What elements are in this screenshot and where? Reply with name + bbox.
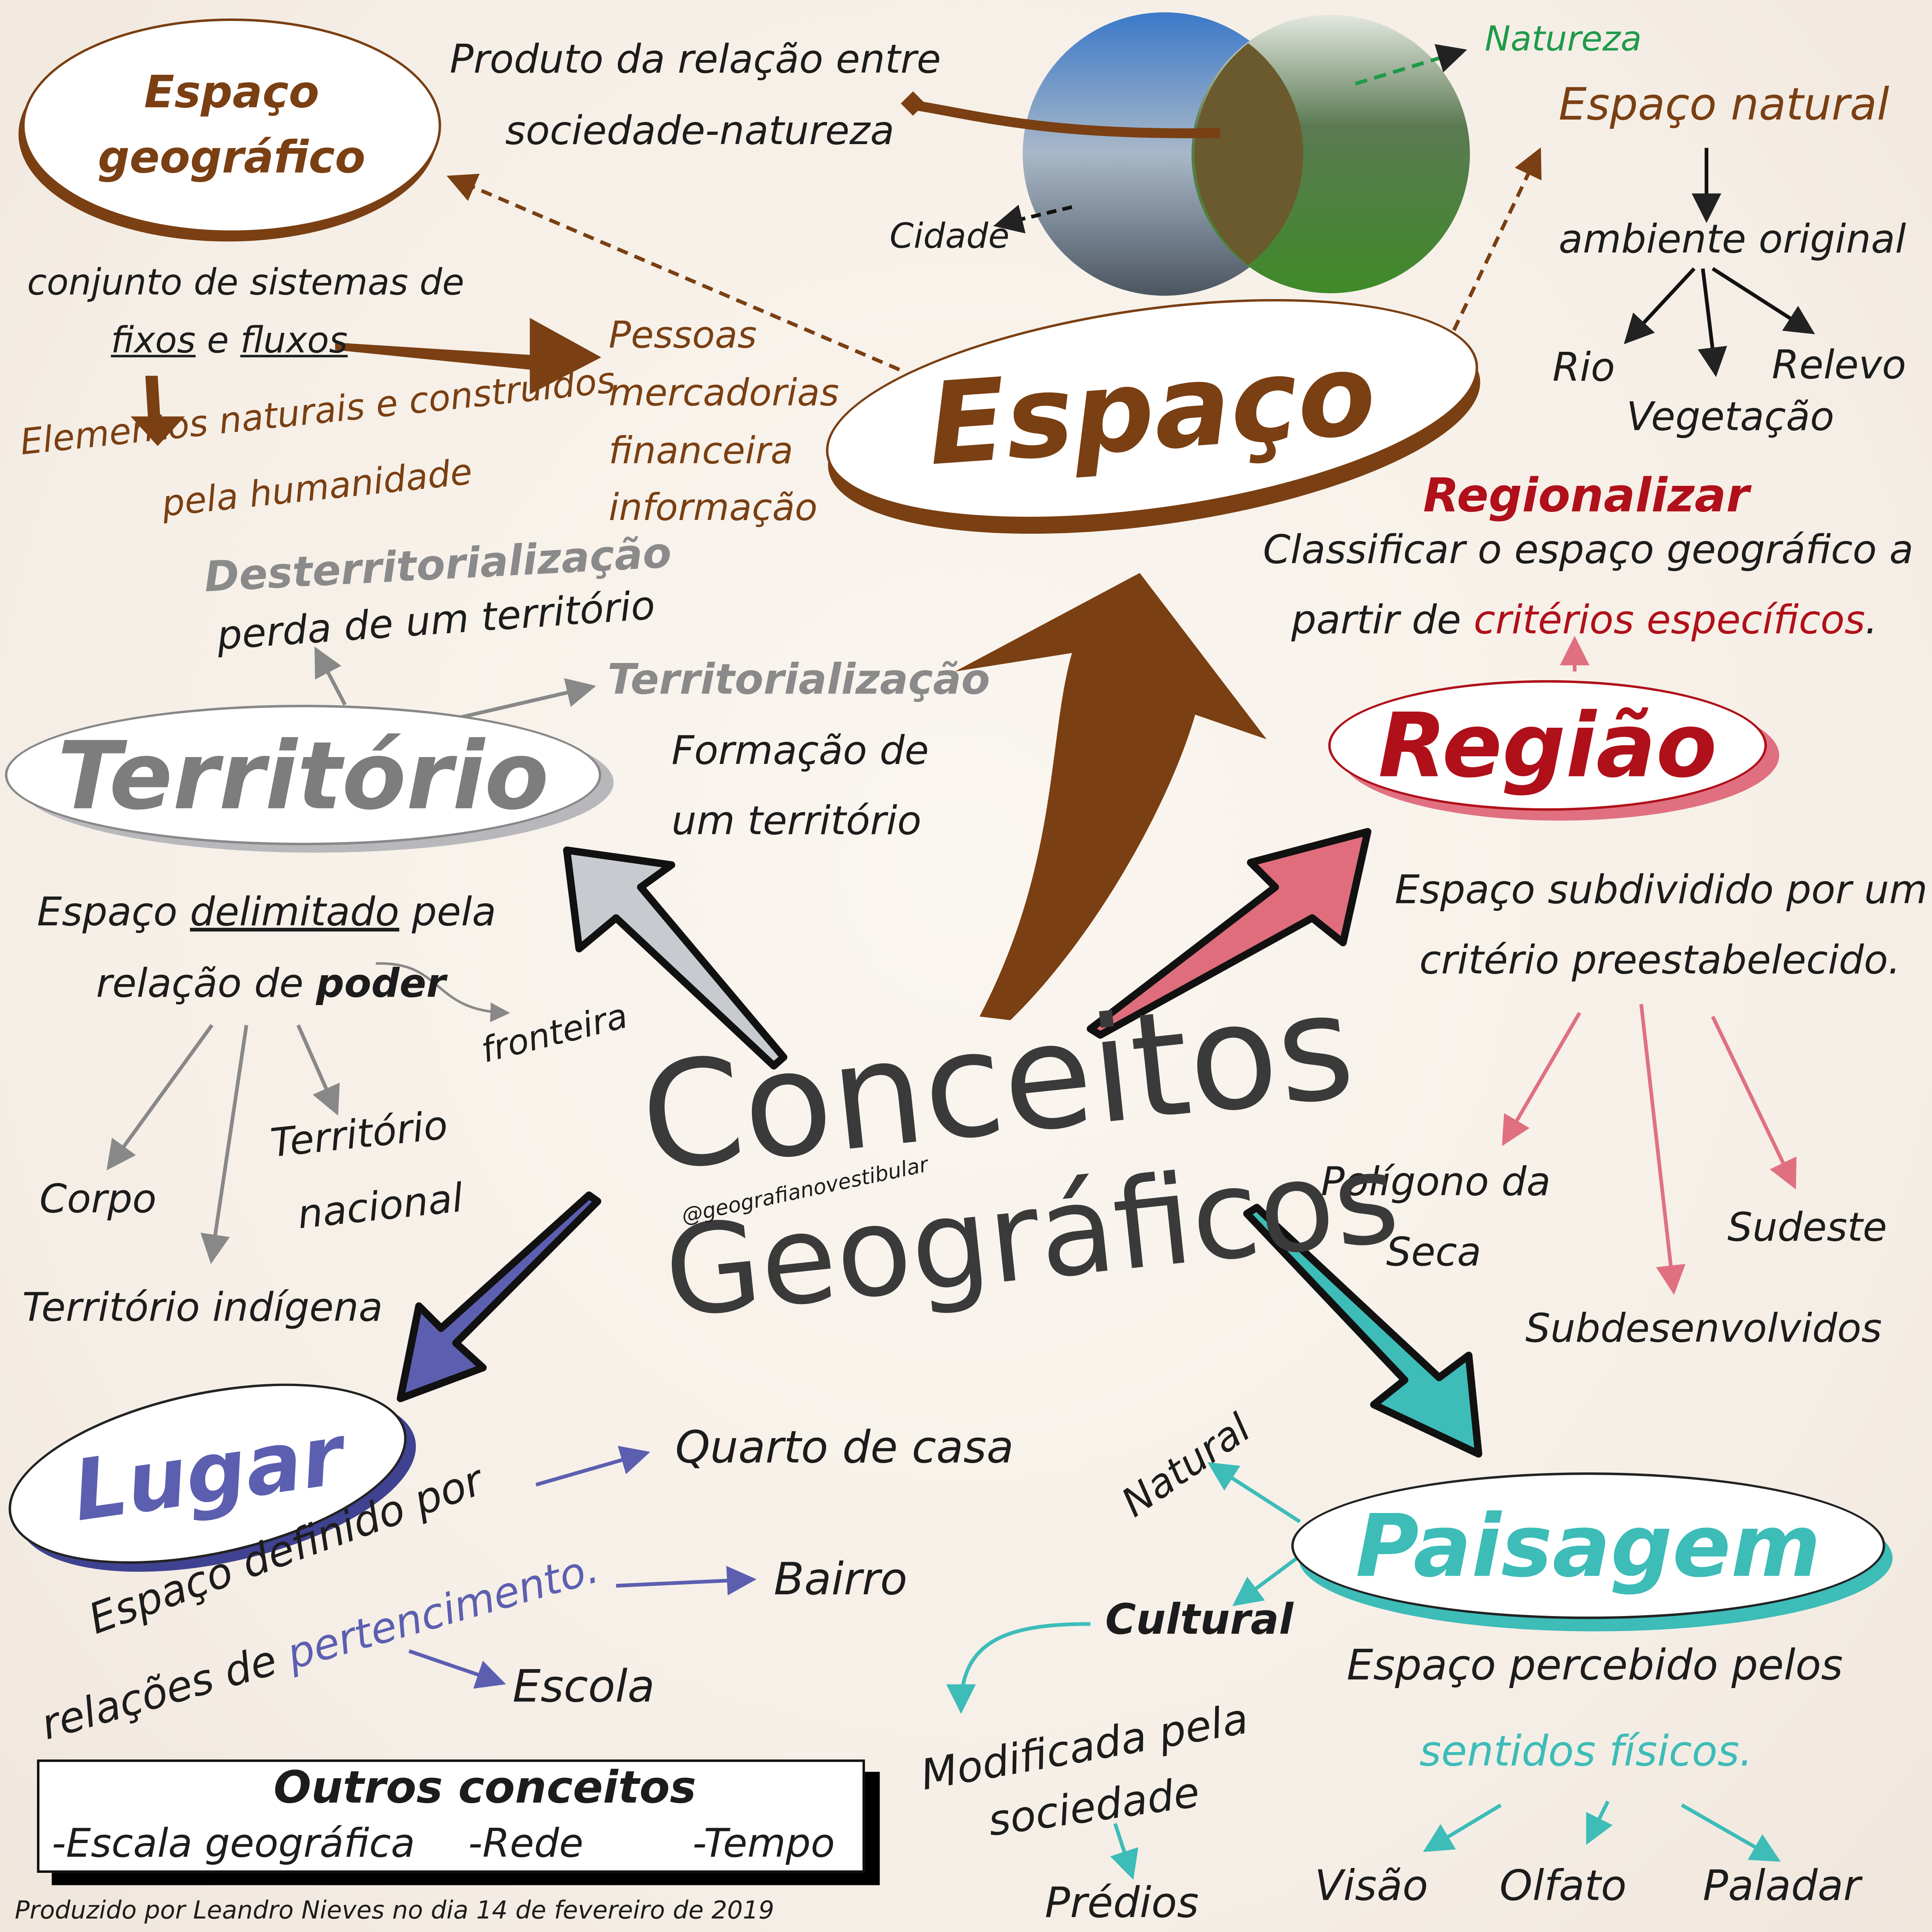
classificar-text: Classificar o espaço geográfico a — [1263, 526, 1913, 573]
regiao-node: Região — [1328, 680, 1767, 811]
territorializacao-label: Territorialização — [607, 655, 990, 705]
lugar-example: Quarto de casa — [675, 1423, 1014, 1474]
sense-item: Paladar — [1703, 1862, 1861, 1911]
paisagem-def: Espaço percebido pelos — [1346, 1641, 1843, 1690]
arrow-espaco — [955, 573, 1267, 1020]
ambiente-original: ambiente original — [1558, 215, 1906, 263]
territorio-label: Território — [57, 720, 549, 830]
cidade-label: Cidade — [890, 215, 1009, 256]
outros-item: -Tempo — [692, 1820, 835, 1867]
delimitado-text: delimitado — [190, 888, 399, 935]
criterios-text: critérios específicos — [1474, 596, 1865, 643]
fluxo-item: informação — [609, 487, 817, 530]
period: . — [1865, 596, 1878, 643]
fluxos-text: fluxos — [240, 319, 348, 361]
vegetacao-label: Vegetação — [1626, 393, 1835, 440]
regiao-example: Seca — [1386, 1228, 1482, 1276]
rio-label: Rio — [1552, 344, 1615, 391]
fluxo-item: mercadorias — [609, 372, 839, 415]
arrow-elementos — [130, 376, 185, 446]
arrow-paisagem — [1243, 1203, 1482, 1458]
regiao-example: Polígono da — [1321, 1158, 1551, 1205]
e-text: e — [207, 319, 229, 361]
produto-line-1: Produto da relação entre — [450, 35, 941, 83]
outros-item: -Escala geográfica — [52, 1820, 415, 1867]
regiao-example: Subdesenvolvidos — [1525, 1305, 1882, 1352]
arrow-fluxos — [335, 318, 601, 394]
regionalizar-label: Regionalizar — [1423, 468, 1750, 522]
sense-item: Olfato — [1499, 1862, 1627, 1911]
landslide-photo — [1195, 43, 1303, 265]
formacao-line-1: Formação de — [671, 727, 929, 774]
arrow-lugar — [396, 1191, 601, 1402]
outros-item: -Rede — [468, 1820, 584, 1867]
def-text: relação de — [96, 960, 303, 1007]
regiao-example: Sudeste — [1727, 1203, 1887, 1251]
espaco-geografico-label-2: geográfico — [98, 133, 365, 184]
produto-line-2: sociedade-natureza — [505, 107, 895, 154]
paisagem-node: Paisagem — [1291, 1472, 1885, 1619]
fixos-text: fixos — [111, 319, 196, 361]
outros-title: Outros conceitos — [273, 1763, 696, 1814]
regiao-def-1: Espaço subdividido por um — [1395, 866, 1928, 913]
paisagem-label: Paisagem — [1356, 1495, 1821, 1596]
outros-conceitos-box: Outros conceitos -Escala geográfica -Red… — [37, 1759, 865, 1873]
lugar-example: Bairro — [774, 1555, 908, 1606]
regiao-def-2: critério preestabelecido. — [1419, 936, 1901, 983]
footer-credit: Produzido por Leandro Nieves no dia 14 d… — [14, 1895, 774, 1925]
territorio-example: Território indígena — [22, 1284, 383, 1331]
def-text: pela — [412, 888, 496, 935]
sentidos-text: sentidos físicos. — [1419, 1727, 1753, 1777]
predios-label: Prédios — [1044, 1879, 1199, 1928]
fluxo-item: Pessoas — [609, 314, 757, 357]
formacao-line-2: um território — [671, 797, 922, 844]
arrow-territorio — [563, 846, 788, 1070]
arrow-regiao — [1086, 828, 1372, 1039]
conjunto-text: conjunto de sistemas de — [27, 261, 464, 303]
territorio-example: Corpo — [39, 1175, 157, 1222]
espaco-natural-label: Espaço natural — [1558, 80, 1889, 131]
sense-item: Visão — [1315, 1862, 1428, 1911]
fluxo-item: financeira — [609, 430, 793, 473]
espaco-geografico-label-1: Espaço — [144, 68, 320, 118]
poder-text: poder — [316, 960, 446, 1007]
relevo-label: Relevo — [1772, 341, 1906, 388]
espaco-label: Espaço — [924, 328, 1380, 491]
def-text: Espaço — [37, 888, 178, 935]
espaco-geografico-node: Espaço geográfico — [22, 18, 441, 233]
lugar-example: Escola — [512, 1662, 655, 1713]
partir-text: partir de — [1291, 596, 1461, 643]
regiao-label: Região — [1378, 694, 1717, 797]
territorio-node: Território — [5, 705, 601, 845]
natureza-label: Natureza — [1484, 18, 1642, 59]
cultural-label: Cultural — [1105, 1596, 1294, 1645]
